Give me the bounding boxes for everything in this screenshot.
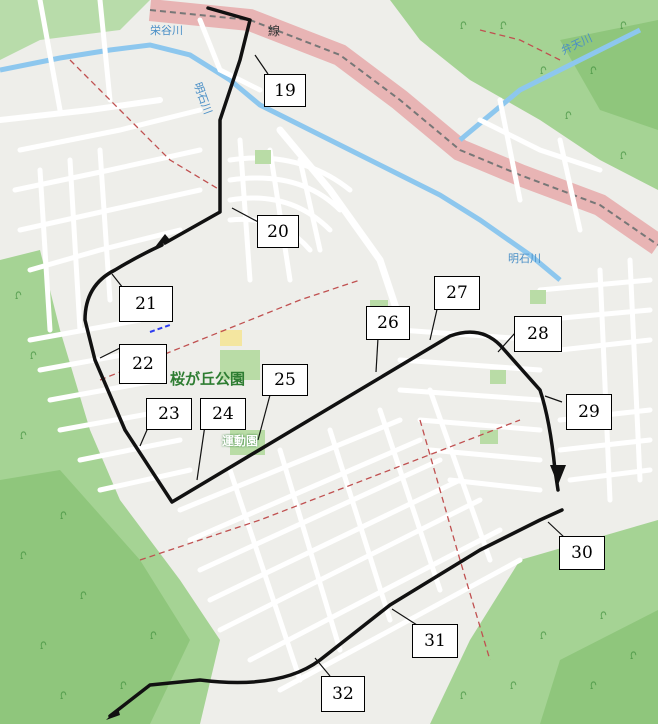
- svg-text:ᡗ: ᡗ: [600, 609, 607, 623]
- svg-text:ᡗ: ᡗ: [60, 509, 67, 523]
- svg-text:ᡗ: ᡗ: [620, 149, 627, 163]
- route-marker-26: 26: [366, 306, 410, 340]
- route-marker-29: 29: [566, 394, 612, 430]
- svg-text:ᡗ: ᡗ: [460, 19, 467, 33]
- route-line: [83, 6, 564, 718]
- svg-text:ᡗ: ᡗ: [620, 19, 627, 33]
- route-marker-28: 28: [514, 316, 562, 352]
- svg-text:ᡗ: ᡗ: [500, 19, 507, 33]
- route-marker-20: 20: [257, 215, 299, 248]
- route-marker-31: 31: [412, 624, 458, 658]
- playground: [220, 330, 242, 346]
- route-marker-19: 19: [264, 74, 306, 107]
- route-marker-21: 21: [119, 286, 173, 322]
- svg-text:ᡗ: ᡗ: [630, 649, 637, 663]
- svg-text:ᡗ: ᡗ: [60, 689, 67, 703]
- route-arrows: [106, 234, 566, 720]
- svg-text:ᡗ: ᡗ: [460, 689, 467, 703]
- svg-text:ᡗ: ᡗ: [510, 679, 517, 693]
- svg-text:ᡗ: ᡗ: [540, 64, 547, 78]
- svg-text:ᡗ: ᡗ: [150, 629, 157, 643]
- river-label-akashi-east: 明石川: [508, 252, 541, 265]
- route-marker-27: 27: [434, 276, 480, 310]
- svg-text:ᡗ: ᡗ: [40, 639, 47, 653]
- svg-text:ᡗ: ᡗ: [15, 289, 22, 303]
- route-marker-25: 25: [262, 364, 308, 396]
- svg-text:ᡗ: ᡗ: [565, 109, 572, 123]
- route-marker-30: 30: [559, 536, 605, 570]
- park-label: 桜が丘公園: [170, 370, 246, 388]
- route-marker-24: 24: [200, 398, 246, 430]
- route-marker-23: 23: [146, 398, 192, 430]
- tree-symbols: ᡗ ᡗ ᡗ ᡗ ᡗ ᡗ ᡗ ᡗ ᡗ ᡗ ᡗ ᡗ ᡗ ᡗ ᡗ ᡗ ᡗ ᡗ ᡗ ᡗ ᡗ ᡗ ᡗ: [15, 19, 637, 703]
- svg-text:ᡗ: ᡗ: [80, 589, 87, 603]
- svg-text:ᡗ: ᡗ: [590, 679, 597, 693]
- route-marker-22: 22: [119, 344, 167, 384]
- svg-text:ᡗ: ᡗ: [590, 64, 597, 78]
- route-marker-32: 32: [321, 676, 365, 712]
- svg-text:ᡗ: ᡗ: [540, 629, 547, 643]
- river-label-eitani: 栄谷川: [150, 24, 183, 37]
- svg-text:ᡗ: ᡗ: [120, 679, 127, 693]
- blue-dash-segment: [149, 324, 171, 333]
- leader-lines: [99, 54, 566, 677]
- railway: [148, 0, 658, 255]
- railway-label: 線: [268, 24, 281, 38]
- svg-text:ᡗ: ᡗ: [20, 549, 27, 563]
- svg-text:ᡗ: ᡗ: [20, 429, 27, 443]
- park-sub-label: 運動園: [222, 434, 259, 448]
- svg-text:ᡗ: ᡗ: [30, 349, 37, 363]
